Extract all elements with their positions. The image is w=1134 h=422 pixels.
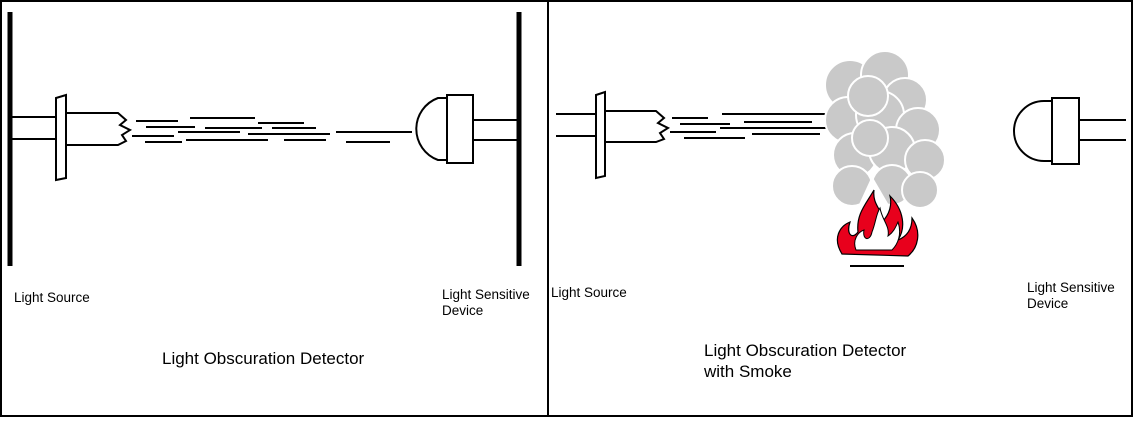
right-light-beam: [670, 113, 830, 139]
left-light-sensor-icon: [415, 94, 517, 164]
right-light-sensor-icon: [1013, 97, 1126, 165]
right-caption-line2: with Smoke: [704, 362, 792, 381]
right-device-label: Light Sensitive Device: [1027, 280, 1115, 312]
left-light-source-icon: [12, 93, 133, 182]
left-device-label: Light Sensitive Device: [442, 287, 530, 319]
smoke-cloud: [824, 50, 946, 209]
right-device-label-line2: Device: [1027, 296, 1069, 311]
left-light-beam: [132, 117, 412, 143]
right-panel: [556, 50, 1126, 267]
left-device-label-line2: Device: [442, 303, 484, 318]
right-light-source-icon: [556, 90, 671, 180]
left-source-label: Light Source: [14, 290, 90, 305]
flame-icon: [836, 189, 919, 267]
right-device-label-line1: Light Sensitive: [1027, 280, 1115, 295]
left-caption-line1: Light Obscuration Detector: [162, 349, 365, 368]
left-caption: Light Obscuration Detector: [162, 348, 364, 369]
left-device-label-line1: Light Sensitive: [442, 287, 530, 302]
right-caption: Light Obscuration Detector with Smoke: [704, 340, 906, 382]
right-source-label: Light Source: [551, 285, 627, 300]
panel-frame-right: [547, 0, 1133, 417]
right-caption-line1: Light Obscuration Detector: [704, 341, 907, 360]
left-panel: [7, 12, 522, 266]
